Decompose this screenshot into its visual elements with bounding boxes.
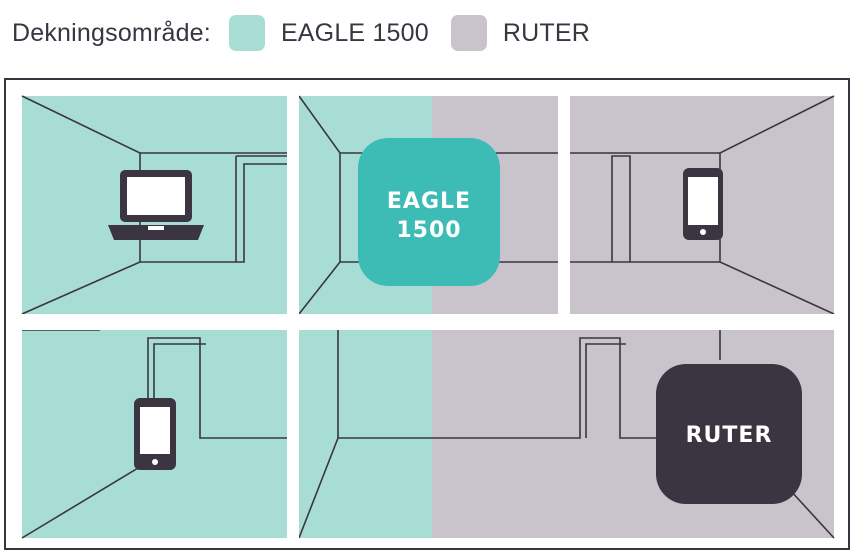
legend-swatch-ruter [450,15,487,51]
phone-icon [683,168,723,240]
legend-item-eagle: EAGLE 1500 [228,15,429,51]
ruter-device: RUTER [656,364,802,504]
laptop-icon [108,170,204,240]
legend-swatch-eagle [228,15,265,51]
room-dividers [22,96,834,538]
eagle-label-line2: 1500 [396,218,461,243]
room-bottom-wide-eagle [299,330,432,538]
legend-item-ruter: RUTER [450,15,590,51]
phone-icon [134,398,176,470]
coverage-legend: Dekningsområde: EAGLE 1500 RUTER [12,10,612,56]
eagle-label-line1: EAGLE [387,189,471,214]
eagle-1500-device: EAGLE 1500 [358,138,500,286]
legend-label-eagle: EAGLE 1500 [280,18,429,47]
coverage-areas [22,96,834,538]
legend-title: Dekningsområde: [12,18,211,47]
ruter-label: RUTER [686,423,773,448]
legend-label-ruter: RUTER [502,18,590,47]
